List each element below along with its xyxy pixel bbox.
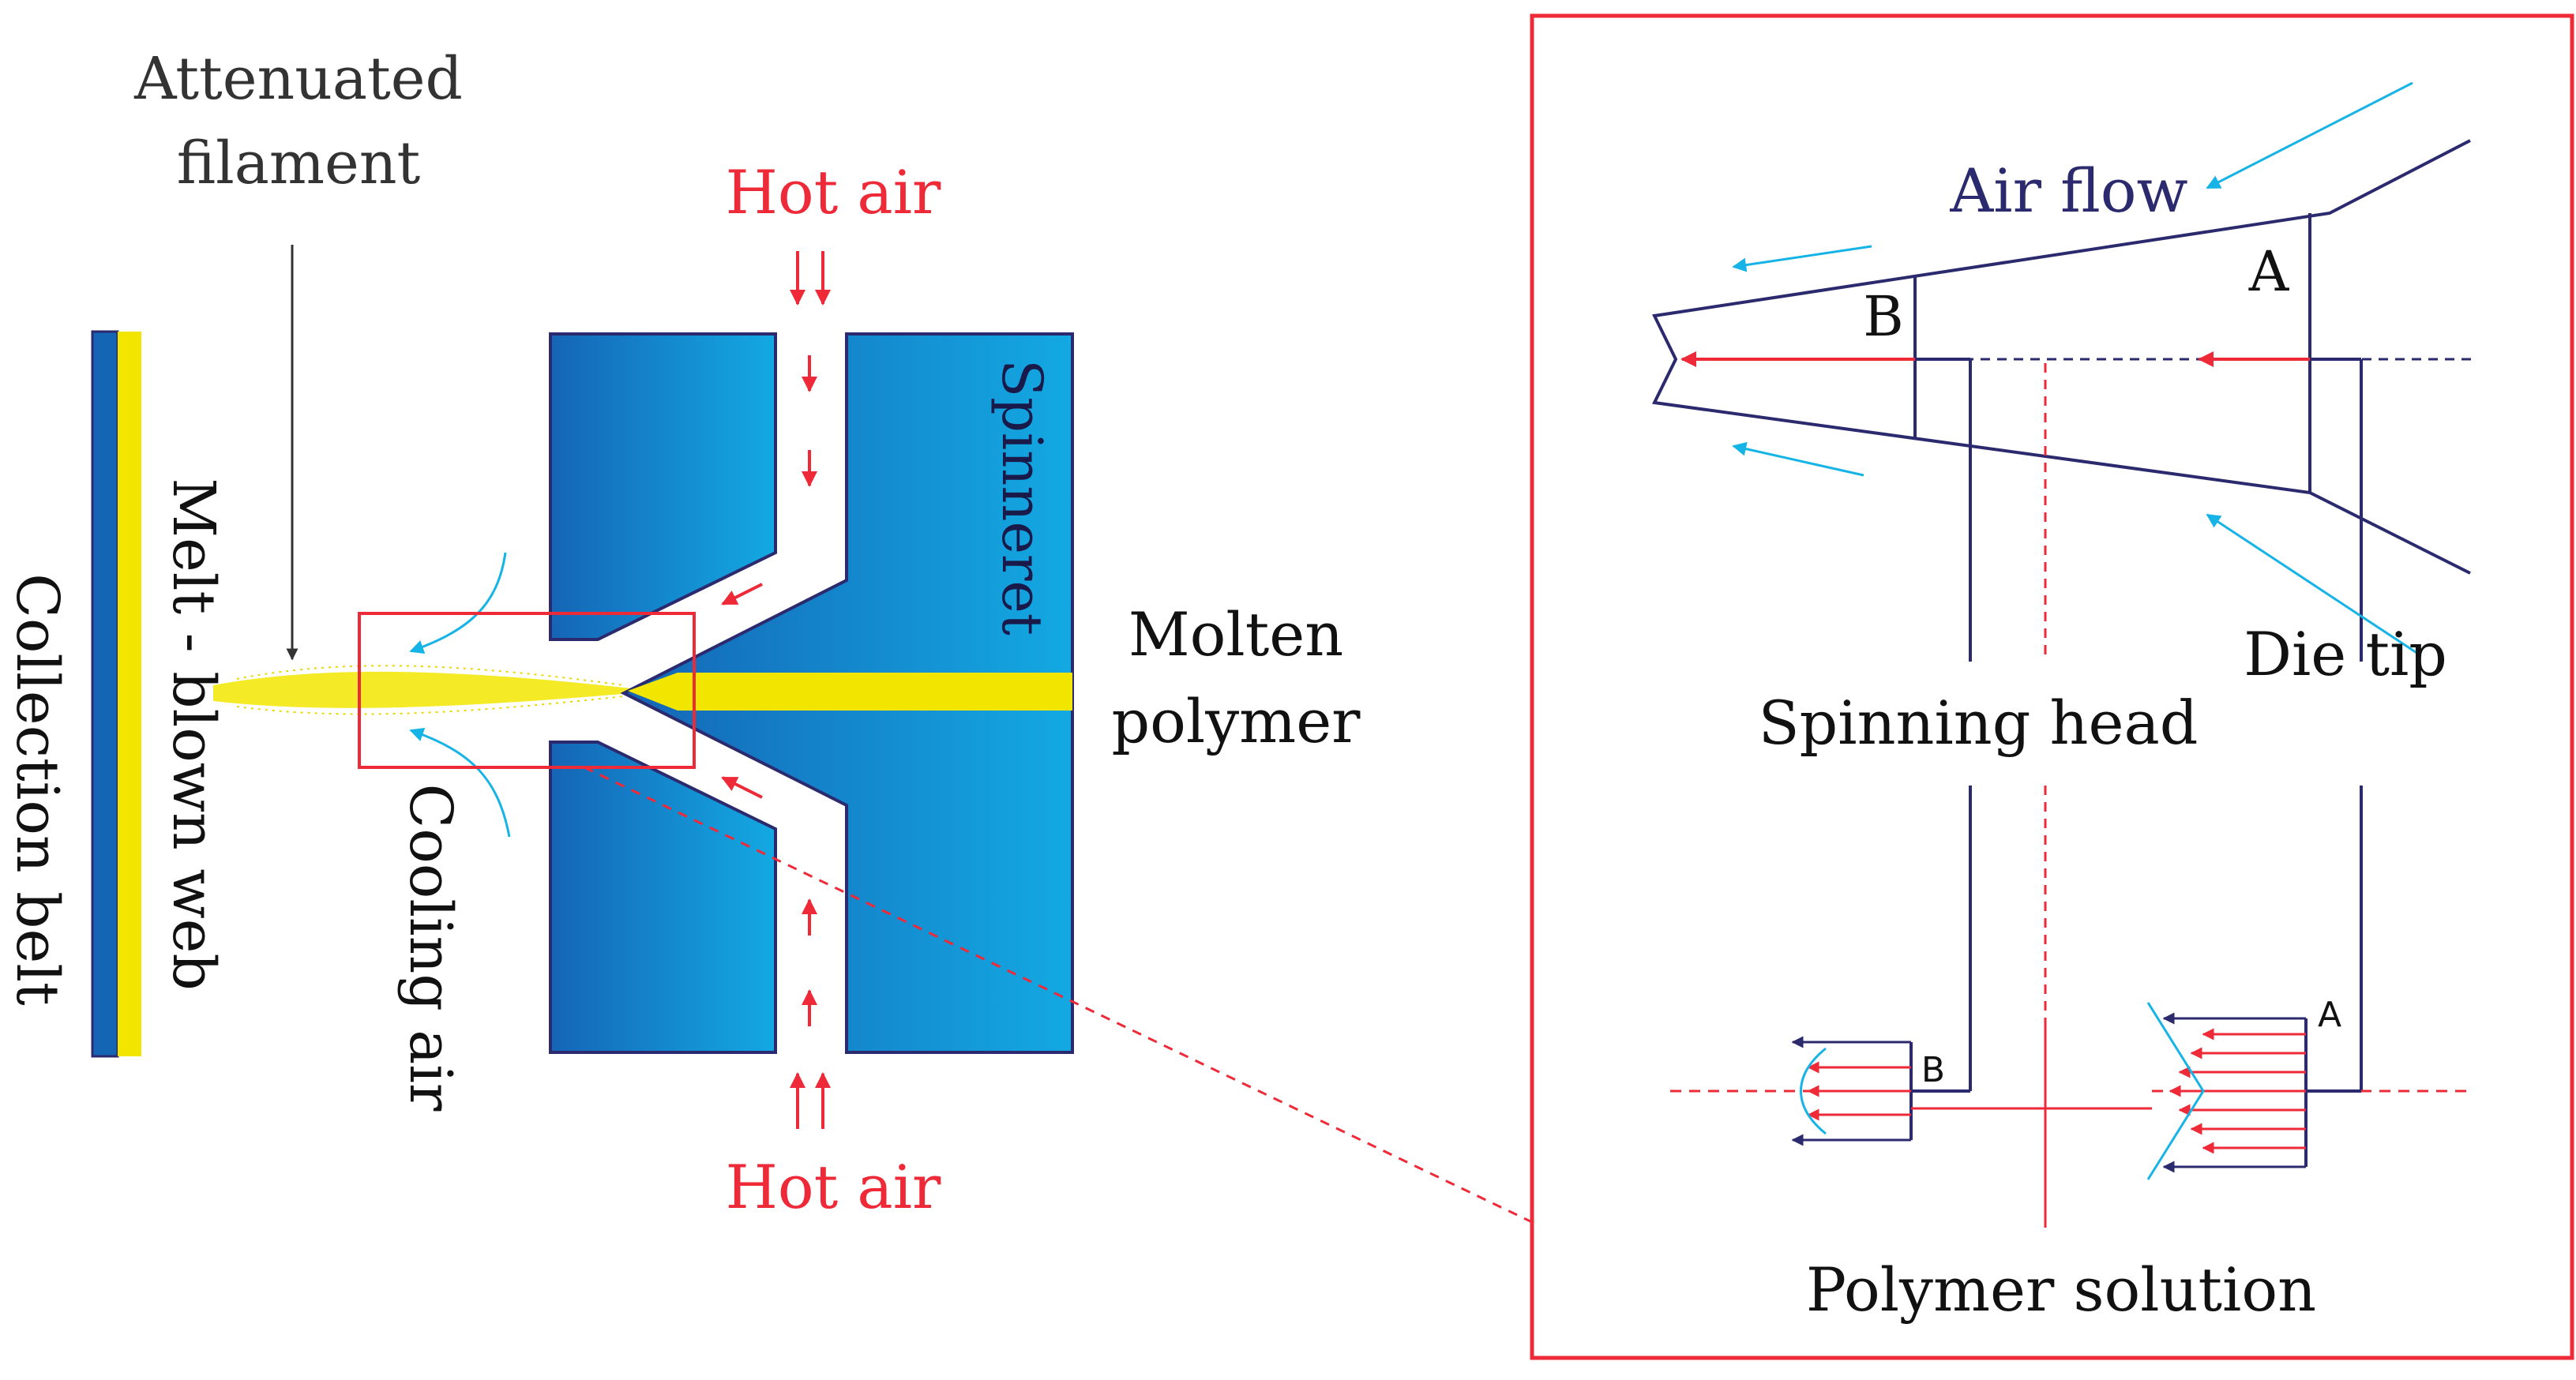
die-tip-label: Die tip (2244, 619, 2447, 689)
inset-air-flow-arrows (1732, 81, 2421, 657)
velocity-profile-a (2146, 1002, 2472, 1180)
die-tip-zoom-box (358, 612, 696, 769)
melt-blown-web-label: Melt - blown web (160, 478, 227, 991)
section-a-label-bottom: A (2318, 995, 2341, 1035)
section-b-label-top: B (1863, 284, 1903, 349)
section-a-label-top: A (2248, 239, 2290, 304)
inset-die-tip-outline (1651, 139, 2471, 1091)
cooling-air-label: Cooling air (396, 784, 464, 1112)
section-b-label-bottom: B (1921, 1050, 1945, 1090)
attenuated-filament-label-line2: filament (177, 129, 421, 197)
spinneret-body (549, 332, 1074, 1054)
filament-spray (213, 665, 632, 715)
hot-air-bottom-label: Hot air (726, 1152, 941, 1222)
molten-polymer-label-line1: Molten (1128, 599, 1343, 669)
air-flow-label: Air flow (1949, 156, 2187, 226)
inset-panel (1530, 13, 2574, 1360)
hot-air-top-label: Hot air (726, 157, 941, 227)
inset-profile-connector (1911, 1018, 2152, 1228)
spinning-head-label: Spinning head (1759, 688, 2199, 758)
molten-polymer-label-line2: polymer (1111, 686, 1361, 756)
spinneret-label: Spinneret (989, 359, 1054, 636)
velocity-profile-b (1670, 1036, 1970, 1146)
collection-belt-label: Collection belt (3, 573, 71, 1006)
attenuated-filament-label-line1: Attenuated (133, 45, 463, 113)
collection-belt (91, 330, 141, 1058)
hot-air-arrows-top (721, 251, 831, 606)
polymer-solution-label: Polymer solution (1806, 1254, 2316, 1325)
hot-air-arrows-bottom (721, 776, 831, 1129)
zoom-connector-line (584, 766, 1533, 1224)
